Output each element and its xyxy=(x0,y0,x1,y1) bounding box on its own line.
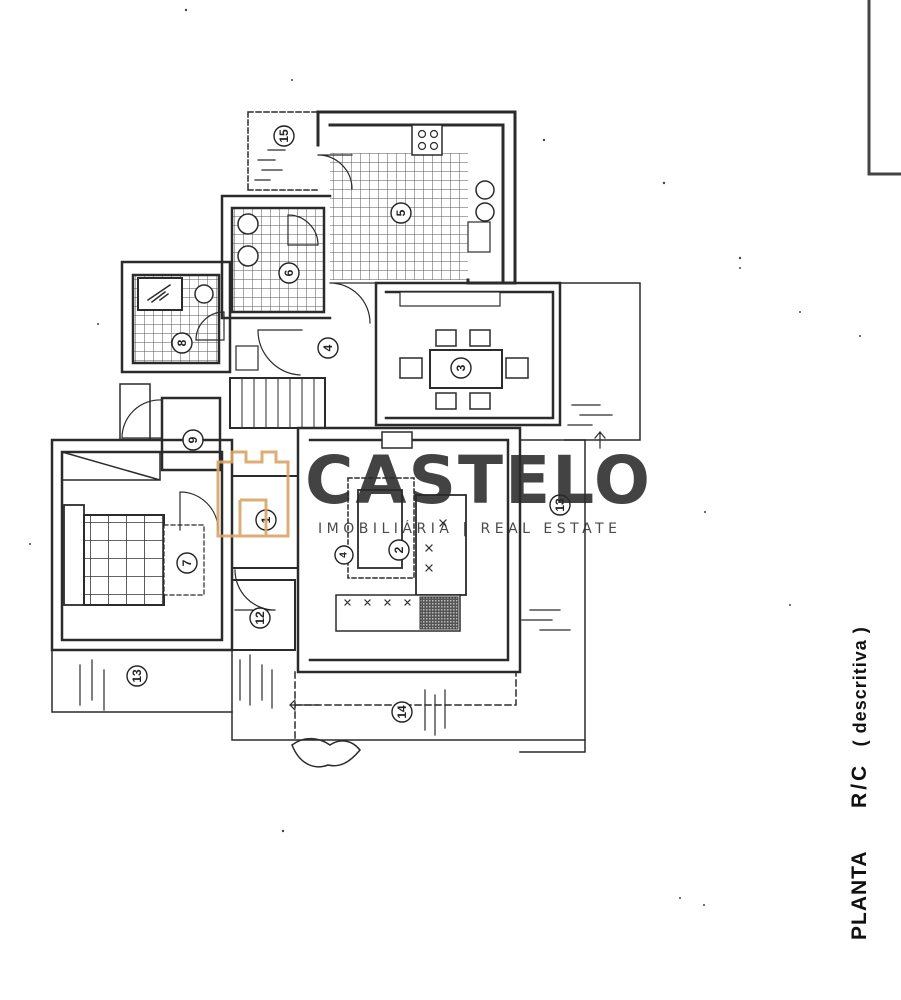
room-marker-8 xyxy=(171,332,193,354)
room-label-7: 7 xyxy=(180,559,194,566)
room-label-14: 14 xyxy=(395,705,409,719)
room-markers xyxy=(126,125,571,723)
room-marker-15 xyxy=(273,125,295,147)
plan-title: PLANTA R/C ( descritiva ) xyxy=(848,626,872,940)
page-frame-corner xyxy=(867,0,901,176)
room-marker-14 xyxy=(391,701,413,723)
bed-quilt xyxy=(83,514,165,606)
watermark-subtitle: IMOBILIÁRIA | REAL ESTATE xyxy=(318,520,622,537)
room-label-9: 9 xyxy=(186,436,200,443)
room-marker-6 xyxy=(278,262,300,284)
room-marker-12 xyxy=(249,607,271,629)
room-label-6: 6 xyxy=(282,269,296,276)
room-marker-7 xyxy=(176,552,198,574)
room-label-13a: 13 xyxy=(130,669,144,683)
room-marker-9 xyxy=(182,429,204,451)
room-label-8: 8 xyxy=(175,339,189,346)
room-label-2: 2 xyxy=(392,546,406,553)
room-label-4: 4 xyxy=(321,344,335,351)
plan-title-floor: R/C xyxy=(848,762,871,808)
castelo-logo-icon xyxy=(216,450,290,538)
room-label-13b: 13 xyxy=(553,498,567,512)
plan-title-planta: PLANTA xyxy=(848,850,871,940)
room-label-15: 15 xyxy=(277,129,291,143)
room-marker-4 xyxy=(317,337,339,359)
castelo-watermark: CASTELO IMOBILIÁRIA | REAL ESTATE xyxy=(216,442,652,538)
room-label-12: 12 xyxy=(253,611,267,625)
room-marker-5 xyxy=(390,202,412,224)
room-label-5: 5 xyxy=(394,209,408,216)
scan-specks xyxy=(29,8,861,906)
watermark-brand: CASTELO xyxy=(305,442,652,519)
room-marker-4b xyxy=(334,545,354,565)
plan-title-note: ( descritiva ) xyxy=(850,626,870,747)
room-marker-13b xyxy=(549,494,571,516)
room-marker-13a xyxy=(126,665,148,687)
room-marker-3 xyxy=(450,357,472,379)
room-label-4b: 4 xyxy=(339,552,350,558)
room-marker-2 xyxy=(388,539,410,561)
room-label-3: 3 xyxy=(454,364,468,371)
